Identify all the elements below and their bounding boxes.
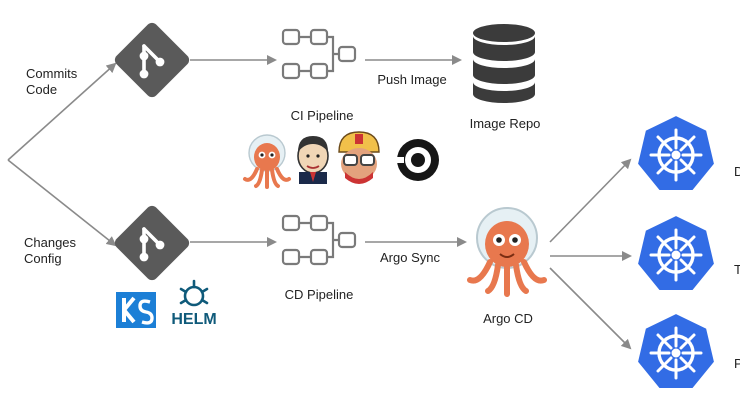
pipeline-icon [281,28,357,80]
arrow-to-cluster-3 [549,267,632,350]
ci-pipeline-label: CI Pipeline [290,108,354,123]
kubernetes-icon [635,113,717,193]
connectors [7,55,632,350]
changes-config-label: Changes Config [24,235,76,267]
kubernetes-icon [635,213,717,293]
image-repo-label: Image Repo [469,116,541,131]
pipeline-icon [281,214,357,266]
git-icon [110,18,194,102]
argo-octopus-icon [467,207,547,297]
kustomize-icon [116,292,156,328]
argo-sync-label: Argo Sync [380,250,440,265]
push-image-label: Push Image [377,72,447,87]
argo-cd-label: Argo CD [483,311,533,326]
travis-icon [338,131,380,184]
circleci-icon [393,139,439,181]
changes-config-line-1: Changes [24,235,77,250]
argo-octopus-icon [243,134,291,189]
helm-label: HELM [171,311,216,328]
helm-icon: HELM [171,279,217,328]
git-icon [110,201,194,285]
arrow-to-git-bottom [7,159,117,247]
commits-code-line-1: Commits [26,66,78,81]
arrow-to-cluster-1 [549,158,632,243]
cluster-3-label: P [734,356,740,371]
database-icon [473,24,535,103]
cluster-2-label: T [734,262,740,277]
kubernetes-icon [635,311,717,391]
jenkins-icon [297,136,329,184]
arrow-to-git-top [7,62,117,161]
cluster-1-label: D [734,164,740,179]
cd-pipeline-label: CD Pipeline [284,287,354,302]
changes-config-line-2: Config [24,251,62,266]
commits-code-label: Commits Code [26,66,77,98]
commits-code-line-2: Code [26,82,58,97]
